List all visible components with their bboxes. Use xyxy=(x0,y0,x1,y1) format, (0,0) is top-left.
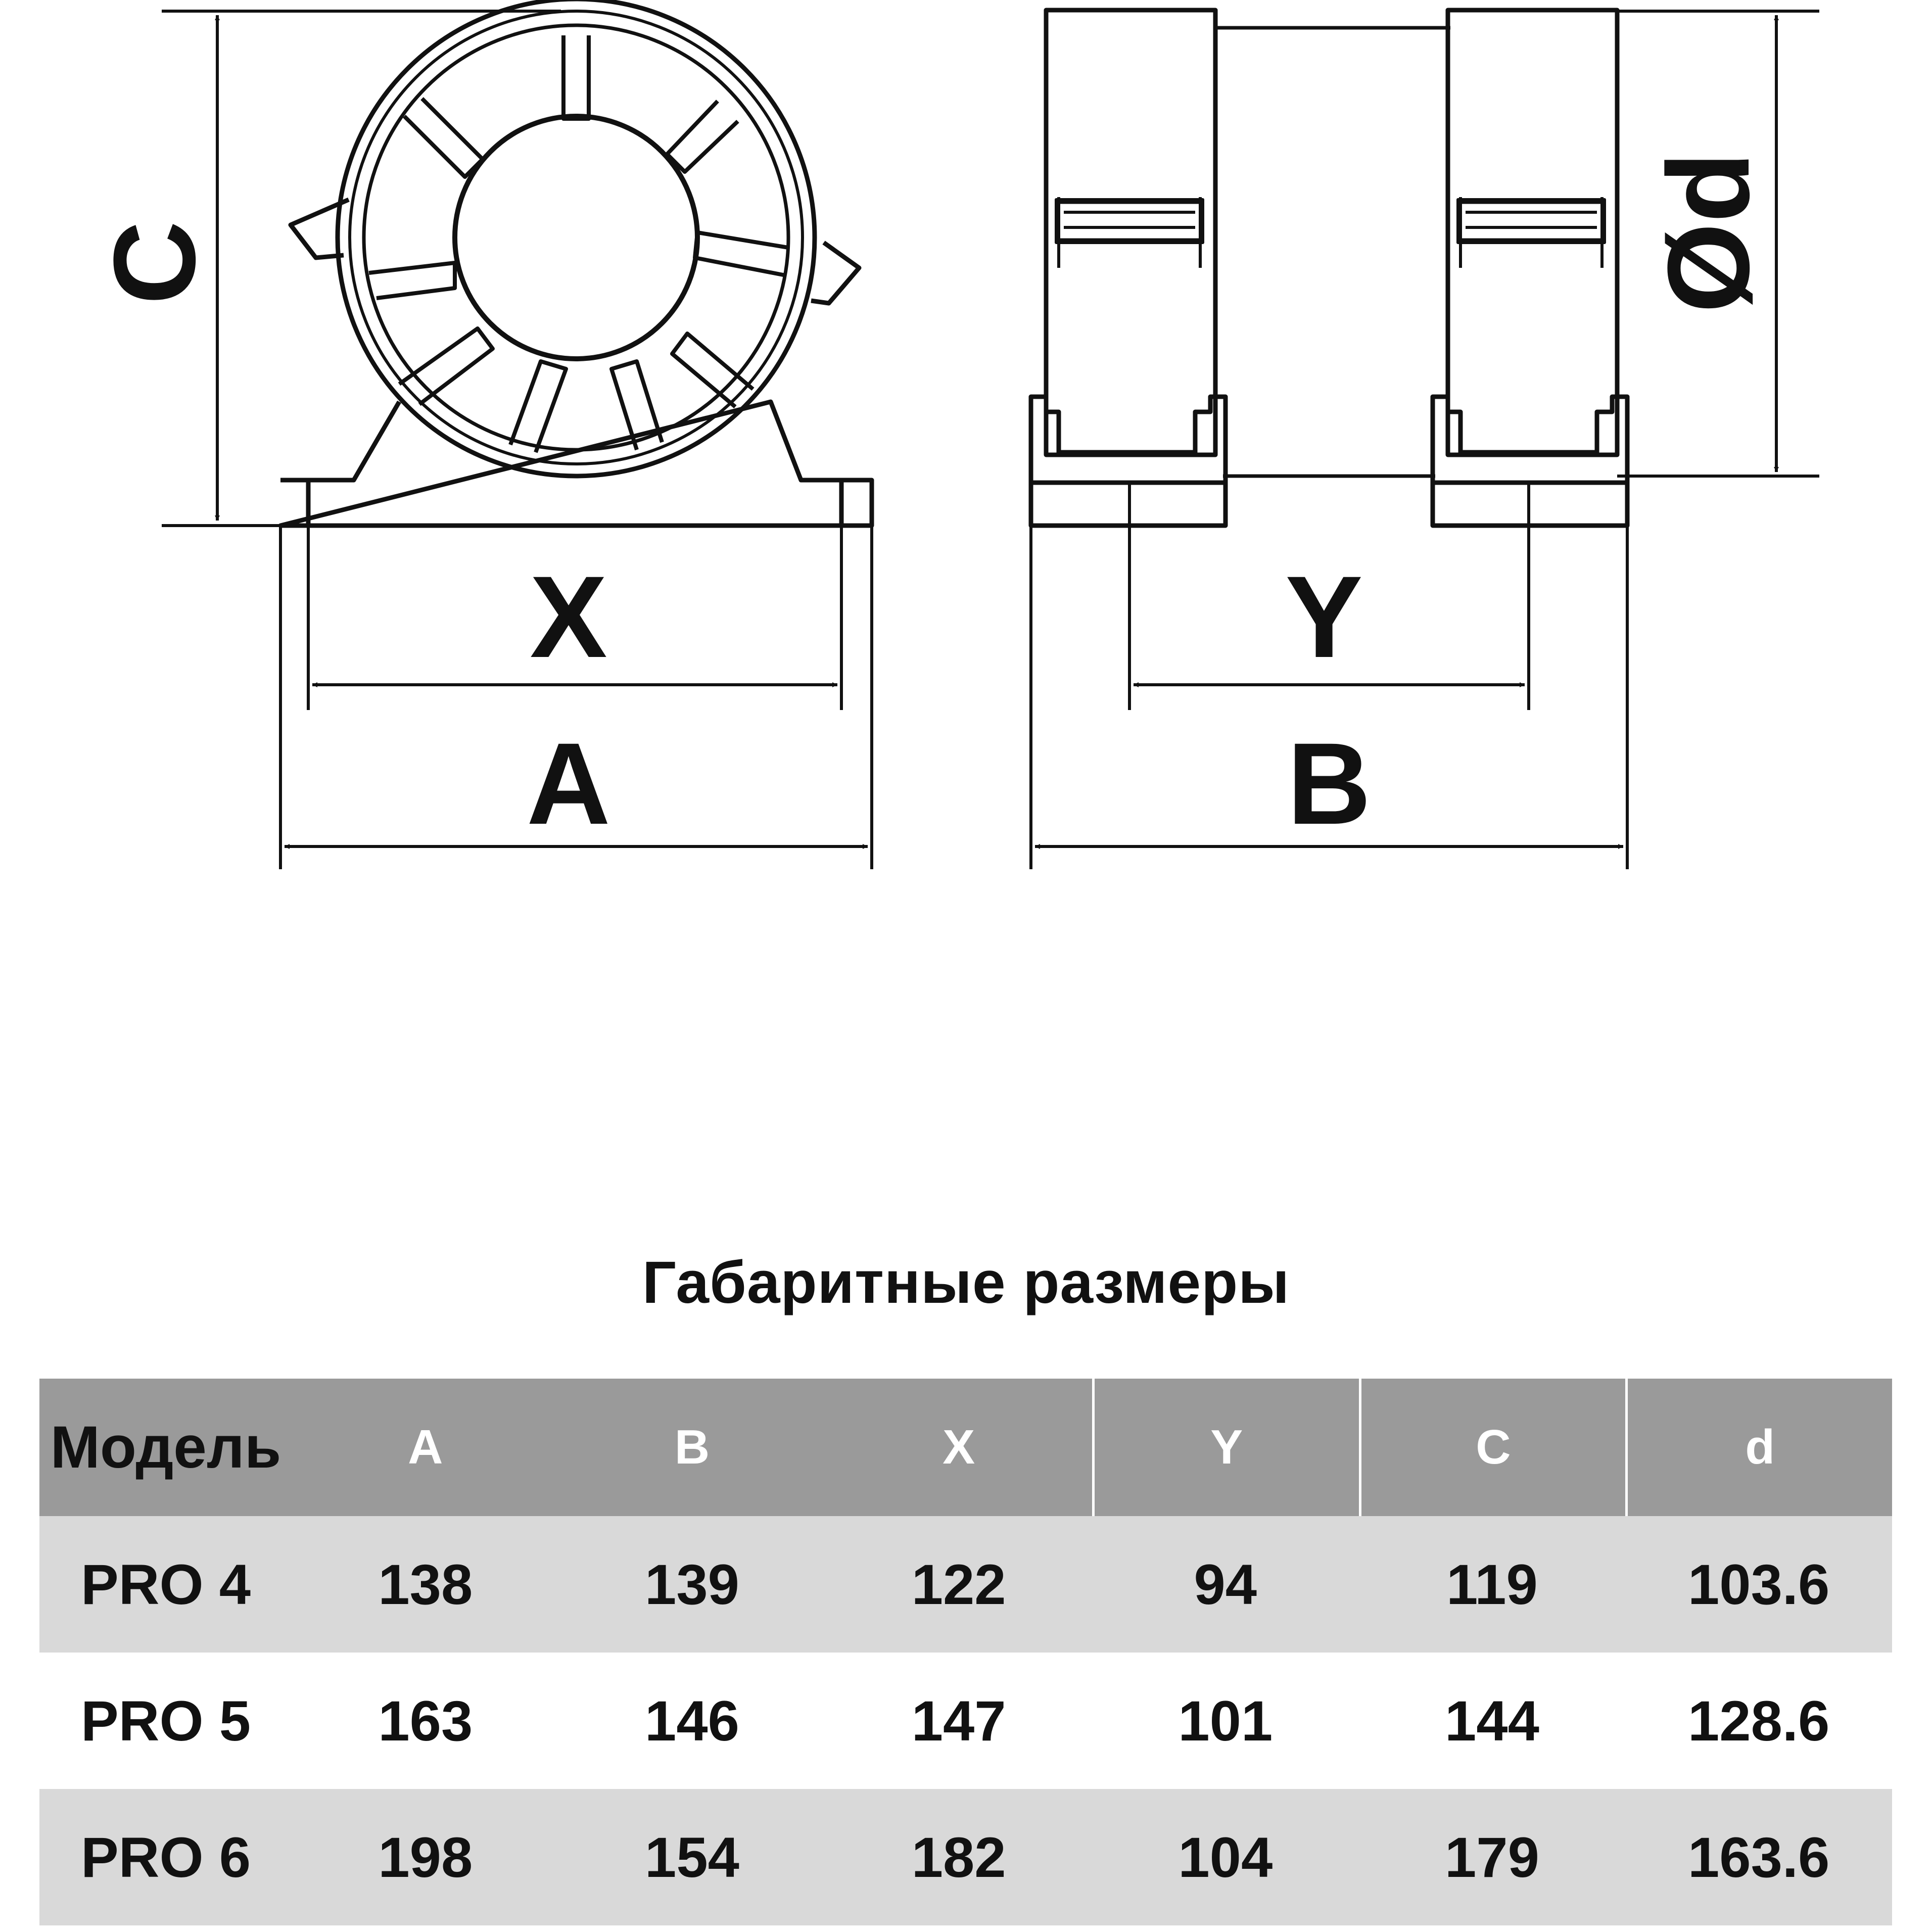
cell-c: 179 xyxy=(1358,1789,1626,1925)
header-model: Модель xyxy=(39,1379,292,1516)
table-row: PRO 6 198 154 182 104 179 163.6 xyxy=(39,1789,1892,1925)
dim-y xyxy=(1128,483,1530,710)
header-d: d xyxy=(1625,1379,1892,1516)
cell-a: 198 xyxy=(292,1789,559,1925)
front-view xyxy=(278,0,874,528)
cell-b: 146 xyxy=(558,1653,826,1789)
outer-ring xyxy=(335,0,817,479)
label-a: A xyxy=(527,719,610,849)
right-flange xyxy=(1445,8,1620,457)
table-header-row: Модель A B X Y C d xyxy=(39,1379,1892,1516)
dimensions-table: Модель A B X Y C d PRO 4 138 139 122 94 … xyxy=(39,1379,1892,1925)
cell-c: 144 xyxy=(1358,1653,1626,1789)
left-lug xyxy=(288,197,350,260)
cell-d: 163.6 xyxy=(1625,1789,1892,1925)
table-row: PRO 4 138 139 122 94 119 103.6 xyxy=(39,1516,1892,1653)
right-clip xyxy=(1456,197,1606,268)
dim-c xyxy=(162,10,561,527)
header-x: X xyxy=(825,1379,1092,1516)
cell-y: 94 xyxy=(1092,1516,1359,1653)
left-flange xyxy=(1044,8,1218,457)
cell-a: 138 xyxy=(292,1516,559,1653)
cell-d: 103.6 xyxy=(1625,1516,1892,1653)
cell-model: PRO 6 xyxy=(39,1789,292,1925)
cell-c: 119 xyxy=(1358,1516,1626,1653)
header-c: C xyxy=(1358,1379,1626,1516)
dim-d xyxy=(1617,10,1819,478)
cell-a: 163 xyxy=(292,1653,559,1789)
cell-x: 122 xyxy=(825,1516,1092,1653)
cell-b: 139 xyxy=(558,1516,826,1653)
cell-model: PRO 4 xyxy=(39,1516,292,1653)
cell-b: 154 xyxy=(558,1789,826,1925)
label-x: X xyxy=(530,552,607,682)
cell-y: 101 xyxy=(1092,1653,1359,1789)
table-row: PRO 5 163 146 147 101 144 128.6 xyxy=(39,1653,1892,1789)
fan-blades xyxy=(368,35,789,453)
inner-ring xyxy=(362,23,790,452)
front-base xyxy=(278,399,874,528)
mid-ring xyxy=(348,10,804,465)
label-y: Y xyxy=(1285,552,1362,682)
header-b: B xyxy=(558,1379,826,1516)
right-lug xyxy=(811,241,862,306)
dim-x xyxy=(307,526,843,710)
label-c: C xyxy=(89,221,219,305)
cell-model: PRO 5 xyxy=(39,1653,292,1789)
cell-x: 182 xyxy=(825,1789,1092,1925)
label-b: B xyxy=(1287,719,1371,849)
left-clip xyxy=(1055,197,1204,268)
left-foot xyxy=(1028,394,1228,528)
label-d: Ød xyxy=(1643,152,1773,313)
cell-x: 147 xyxy=(825,1653,1092,1789)
motor-hub xyxy=(452,114,700,361)
dim-b xyxy=(1029,526,1629,869)
cell-y: 104 xyxy=(1092,1789,1359,1925)
header-a: A xyxy=(292,1379,559,1516)
header-y: Y xyxy=(1092,1379,1359,1516)
side-view xyxy=(1028,8,1630,528)
technical-drawing: C X A xyxy=(89,0,1819,869)
dim-a xyxy=(279,526,873,869)
cell-d: 128.6 xyxy=(1625,1653,1892,1789)
table-title: Габаритные размеры xyxy=(642,1249,1290,1316)
